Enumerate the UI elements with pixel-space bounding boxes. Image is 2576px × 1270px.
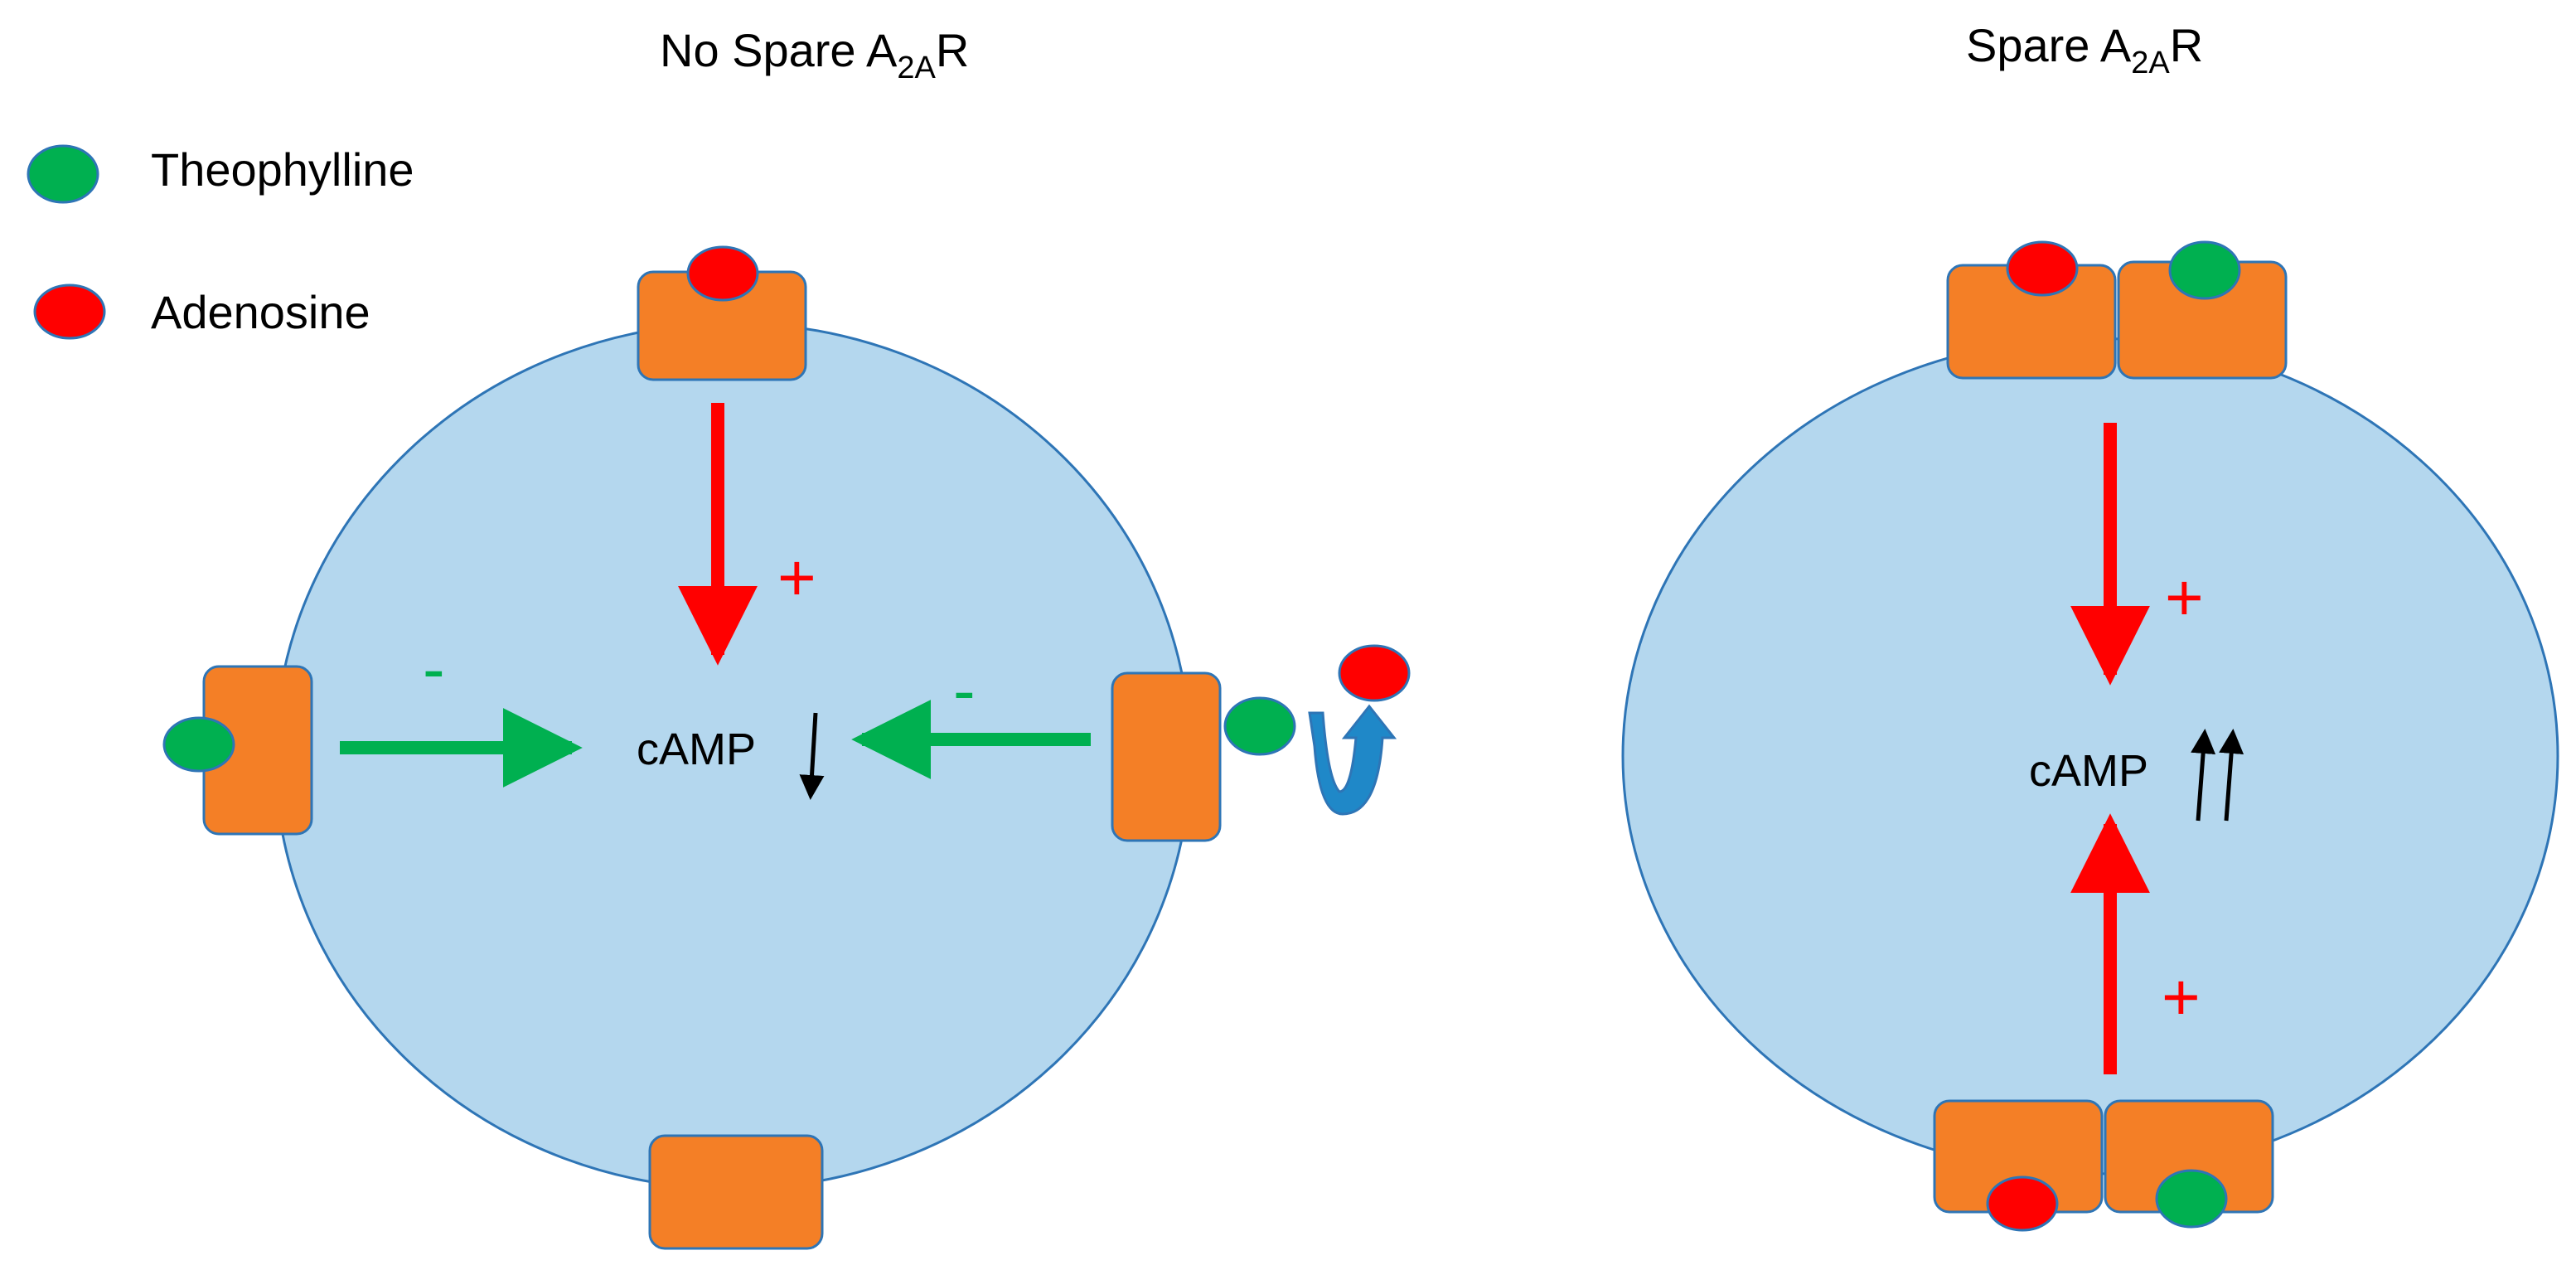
left-side-theophylline [162,716,235,773]
displaced-adenosine [1338,644,1411,702]
left-top-adenosine [686,245,759,302]
left-bottom-receptor [648,1134,824,1250]
left-cell-panel: + - - cAMP [162,245,1411,1250]
legend-theophylline-label: Theophylline [151,143,414,196]
right-top-theophylline [2168,240,2241,300]
left-camp-decrease-arrow [799,712,825,800]
right-plus-sign-2: + [2162,960,2201,1034]
right-top-adenosine [2006,240,2079,297]
legend-theophylline-swatch [27,144,99,204]
left-minus-sign-2: - [953,653,976,727]
right-cell-panel: + + cAMP [1621,240,2559,1232]
legend-adenosine-swatch [33,284,106,340]
right-plus-sign-1: + [2165,560,2204,634]
right-camp-increase-arrow-2 [2219,729,2244,822]
left-camp-label: cAMP [637,725,756,774]
displaced-theophylline [1223,696,1296,756]
right-panel-title: Spare A2AR [1966,19,2203,80]
left-plus-sign: + [777,540,816,614]
left-panel-title: No Spare A2AR [660,24,969,85]
left-minus-sign-1: - [423,632,445,705]
legend-adenosine-label: Adenosine [151,286,370,338]
right-camp-label: cAMP [2029,746,2148,796]
right-bottom-theophylline [2155,1169,2228,1229]
right-camp-increase-arrow-1 [2191,729,2216,822]
right-bottom-adenosine [1986,1175,2059,1232]
recycle-arrow [1308,704,1397,816]
legend: Theophylline Adenosine [27,143,414,340]
right-side-receptor [1111,671,1222,842]
